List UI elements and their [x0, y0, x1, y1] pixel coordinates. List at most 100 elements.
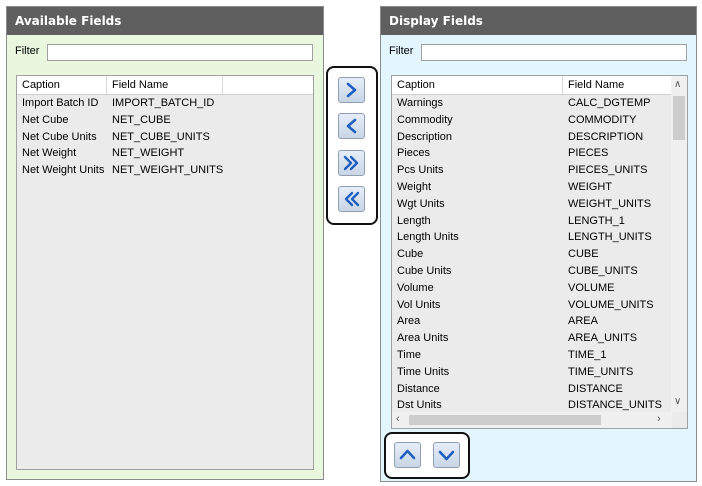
scroll-up-icon[interactable]: ∧	[674, 79, 682, 90]
display-row-field-name: DISTANCE	[568, 382, 623, 395]
display-row-field-name: COMMODITY	[568, 113, 637, 126]
display-row-caption: Dst Units	[397, 399, 442, 412]
display-table-row[interactable]: Length Units LENGTH_UNITS	[392, 229, 687, 246]
horizontal-scroll-thumb[interactable]	[409, 415, 601, 425]
display-table-row[interactable]: Time Units TIME_UNITS	[392, 364, 687, 381]
available-row-caption: Net Weight	[22, 147, 77, 160]
display-filter-label: Filter	[389, 45, 414, 57]
display-table-row[interactable]: Dst Units DISTANCE_UNITS	[392, 397, 687, 414]
display-row-caption: Area Units	[397, 332, 449, 345]
display-row-field-name: TIME_UNITS	[568, 365, 634, 378]
display-table-row[interactable]: Time TIME_1	[392, 347, 687, 364]
chevron-right-icon	[346, 82, 357, 98]
display-filter-input[interactable]	[421, 44, 687, 61]
available-fields-title: Available Fields	[7, 7, 323, 35]
chevron-up-icon	[399, 449, 416, 460]
available-col-caption[interactable]: Caption	[22, 79, 60, 91]
display-table-row[interactable]: Pcs Units PIECES_UNITS	[392, 162, 687, 179]
display-table-row[interactable]: Wgt Units WEIGHT_UNITS	[392, 196, 687, 213]
move-all-right-button[interactable]	[338, 150, 365, 176]
available-row-field-name: IMPORT_BATCH_ID	[112, 97, 215, 109]
display-table-row[interactable]: Pieces PIECES	[392, 145, 687, 162]
display-table-row[interactable]: Description DESCRIPTION	[392, 129, 687, 146]
display-col-caption[interactable]: Caption	[397, 79, 435, 91]
display-row-caption: Time	[397, 348, 422, 361]
display-row-field-name: TIME_1	[568, 348, 607, 361]
move-down-button[interactable]	[433, 442, 460, 468]
display-table-row[interactable]: Warnings CALC_DGTEMP	[392, 95, 687, 112]
available-grid-header: Caption Field Name	[17, 76, 313, 95]
vertical-scroll-thumb[interactable]	[673, 96, 685, 140]
available-filter-label: Filter	[15, 45, 40, 57]
display-col-field-name[interactable]: Field Name	[568, 79, 625, 91]
available-table-row[interactable]: Net Cube NET_CUBE	[17, 112, 313, 129]
scroll-left-icon[interactable]: ‹	[396, 413, 400, 425]
reorder-button-group	[384, 432, 470, 479]
move-up-button[interactable]	[394, 442, 421, 468]
display-row-field-name: PIECES	[568, 147, 609, 160]
display-row-caption: Description	[397, 130, 453, 143]
available-row-field-name: NET_WEIGHT_UNITS	[112, 164, 224, 177]
available-fields-panel: Available Fields Filter Caption Field Na…	[6, 6, 324, 480]
display-row-field-name: DISTANCE_UNITS	[568, 399, 662, 412]
double-chevron-left-icon	[344, 191, 360, 207]
display-row-caption: Length Units	[397, 231, 459, 244]
display-row-field-name: DESCRIPTION	[568, 130, 644, 143]
double-chevron-right-icon	[343, 155, 359, 171]
scroll-down-icon[interactable]: ∨	[674, 396, 682, 407]
horizontal-scrollbar[interactable]: ‹ ›	[392, 412, 672, 428]
scroll-right-icon[interactable]: ›	[657, 413, 661, 425]
available-filter-input[interactable]	[47, 44, 313, 61]
display-row-field-name: VOLUME	[568, 281, 615, 294]
display-row-caption: Weight	[397, 180, 432, 193]
display-rows: Warnings CALC_DGTEMP Commodity COMMODITY Des…	[392, 95, 687, 414]
display-row-caption: Wgt Units	[397, 197, 445, 210]
display-row-caption: Pcs Units	[397, 164, 444, 177]
display-row-field-name: CALC_DGTEMP	[568, 97, 651, 109]
display-row-field-name: CUBE	[568, 248, 599, 261]
display-row-caption: Warnings	[397, 97, 444, 109]
display-table-row[interactable]: Length LENGTH_1	[392, 213, 687, 230]
available-row-field-name: NET_CUBE	[112, 113, 171, 126]
display-row-caption: Commodity	[397, 113, 453, 126]
display-row-field-name: CUBE_UNITS	[568, 264, 638, 277]
available-row-field-name: NET_CUBE_UNITS	[112, 130, 210, 143]
vertical-scrollbar[interactable]: ∧ ∨	[671, 76, 687, 412]
display-row-caption: Length	[397, 214, 431, 227]
display-row-field-name: WEIGHT_UNITS	[568, 197, 652, 210]
move-right-button[interactable]	[338, 77, 365, 103]
display-fields-panel: Display Fields Filter Caption Field Name…	[380, 6, 697, 482]
available-col-field-name[interactable]: Field Name	[112, 79, 169, 91]
chevron-left-icon	[346, 118, 357, 134]
available-row-caption: Import Batch ID	[22, 97, 99, 109]
display-row-field-name: LENGTH_1	[568, 214, 625, 227]
move-all-left-button[interactable]	[338, 186, 365, 212]
display-row-field-name: PIECES_UNITS	[568, 164, 648, 177]
display-table-row[interactable]: Commodity COMMODITY	[392, 112, 687, 129]
display-row-caption: Pieces	[397, 147, 431, 160]
display-row-field-name: AREA	[568, 315, 598, 328]
display-row-field-name: VOLUME_UNITS	[568, 298, 654, 311]
display-fields-title: Display Fields	[381, 7, 696, 35]
display-row-caption: Time Units	[397, 365, 450, 378]
display-row-caption: Vol Units	[397, 298, 441, 311]
display-row-field-name: LENGTH_UNITS	[568, 231, 652, 244]
available-fields-grid[interactable]: Caption Field Name Import Batch ID IMPORT…	[16, 75, 314, 470]
display-table-row[interactable]: Vol Units VOLUME_UNITS	[392, 297, 687, 314]
available-table-row[interactable]: Import Batch ID IMPORT_BATCH_ID	[17, 95, 313, 112]
available-row-caption: Net Cube	[22, 113, 69, 126]
move-left-button[interactable]	[338, 113, 365, 139]
transfer-button-group	[326, 66, 378, 225]
display-fields-grid[interactable]: Caption Field Name Warnings CALC_DGTEMP Co…	[391, 75, 688, 429]
